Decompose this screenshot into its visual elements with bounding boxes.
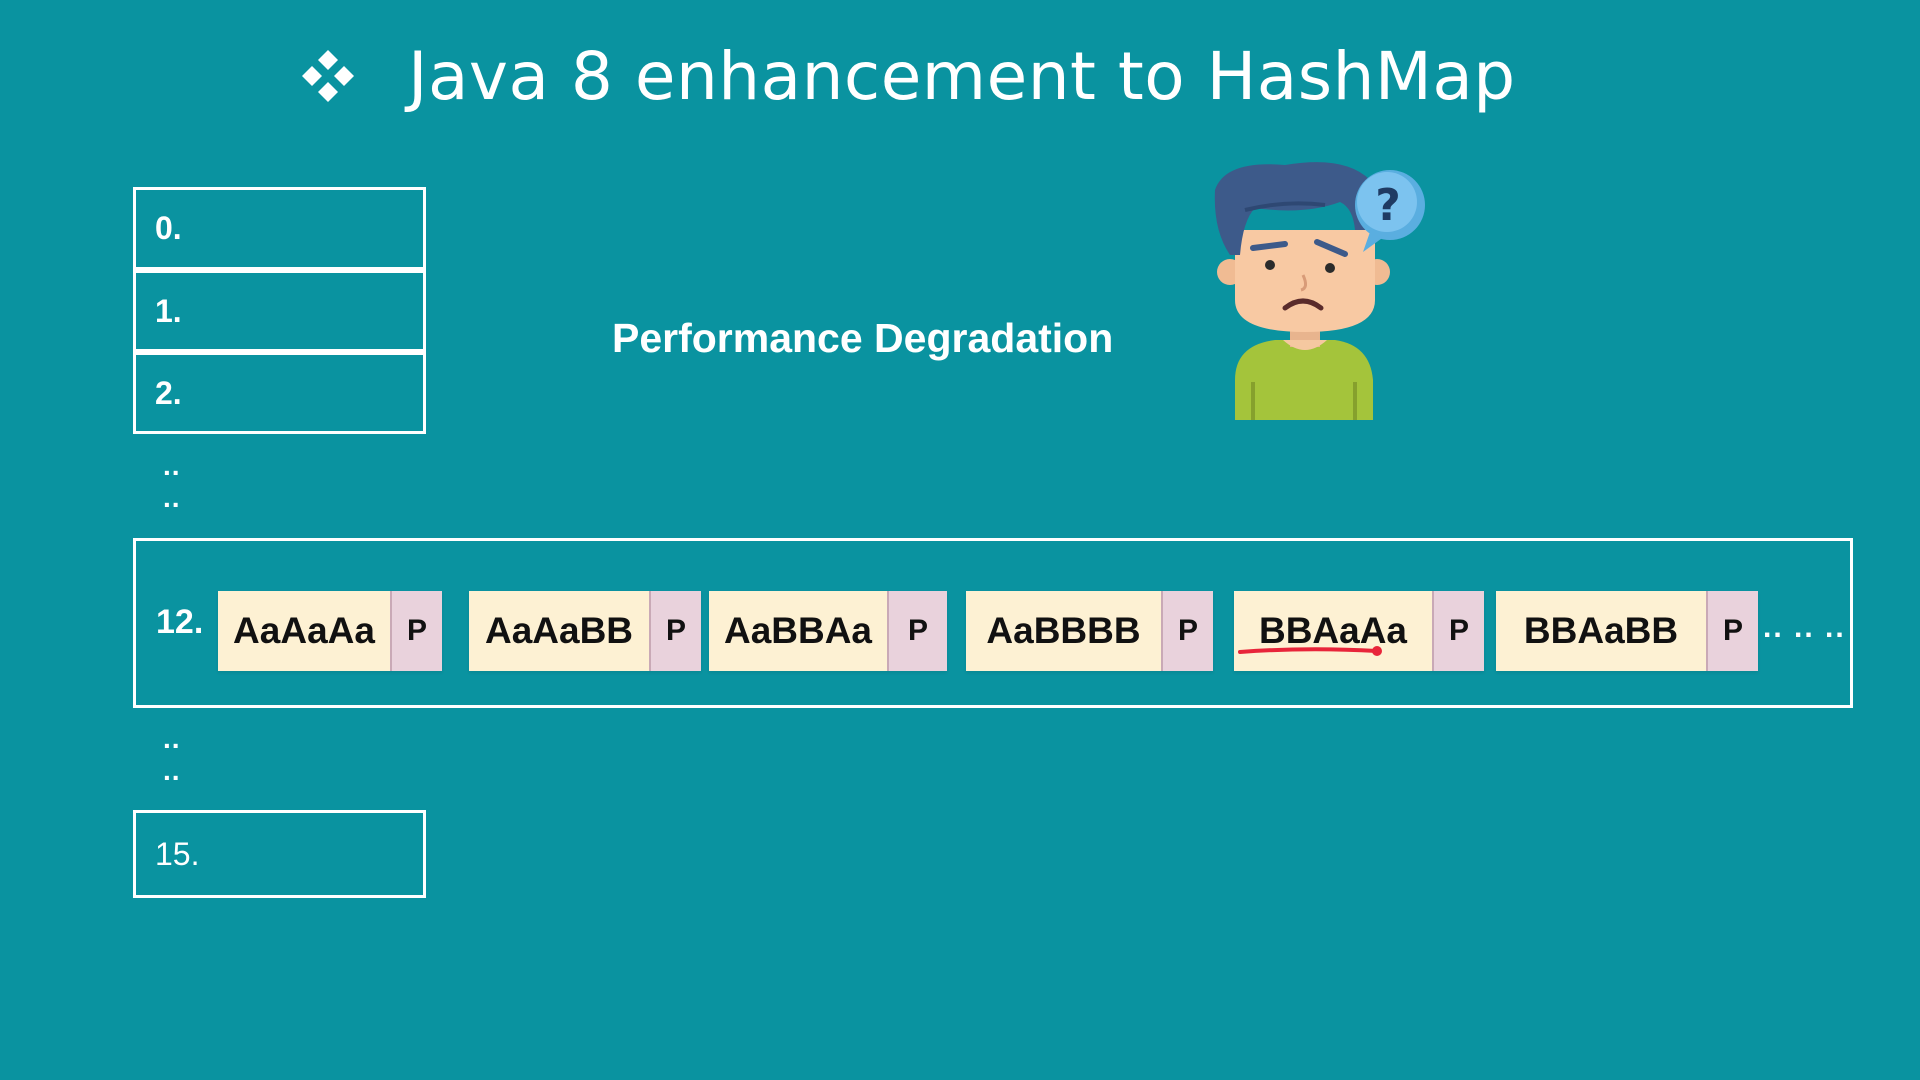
node-pointer: P (889, 591, 947, 671)
node-key: AaBBBB (966, 591, 1163, 671)
list-node: BBAaBB P (1496, 591, 1758, 671)
performance-degradation-label: Performance Degradation (612, 315, 1114, 361)
bucket-1: 1. (133, 270, 426, 352)
four-diamond-bullet-icon (302, 50, 354, 102)
title-text: Java 8 enhancement to HashMap (408, 37, 1516, 115)
node-pointer: P (1708, 591, 1758, 671)
question-mark-text: ? (1375, 180, 1401, 231)
node-key: BBAaBB (1496, 591, 1708, 671)
list-node: AaAaBB P (469, 591, 701, 671)
bucket-12-label: 12. (156, 603, 204, 641)
node-pointer: P (392, 591, 442, 671)
bucket-0: 0. (133, 187, 426, 270)
node-pointer: P (1163, 591, 1213, 671)
ellipsis-dots-lower: .. (163, 723, 181, 754)
node-pointer: P (1434, 591, 1484, 671)
node-key: BBAaAa (1234, 591, 1434, 671)
bucket-2: 2. (133, 352, 426, 434)
list-node: AaBBAa P (709, 591, 947, 671)
node-pointer: P (651, 591, 701, 671)
confused-person-icon: ? (1214, 162, 1425, 420)
ellipsis-dots-upper: .. (163, 450, 181, 481)
list-node: AaBBBB P (966, 591, 1213, 671)
bucket-15: 15. (133, 810, 426, 898)
node-key: AaAaBB (469, 591, 651, 671)
ellipsis-dots-lower-2: .. (163, 755, 181, 786)
row-ellipsis: .. .. .. (1763, 611, 1846, 644)
ellipsis-dots-upper-2: .. (163, 482, 181, 513)
list-node: AaAaAa P (218, 591, 442, 671)
node-key: AaAaAa (218, 591, 392, 671)
node-key: AaBBAa (709, 591, 889, 671)
bucket-12-row: 12. AaAaAa P AaAaBB P AaBBAa P AaBBBB P … (133, 538, 1853, 708)
red-underline-annotation (1238, 646, 1382, 656)
slide-title: Java 8 enhancement to HashMap (300, 36, 1516, 116)
list-node: BBAaAa P (1234, 591, 1484, 671)
